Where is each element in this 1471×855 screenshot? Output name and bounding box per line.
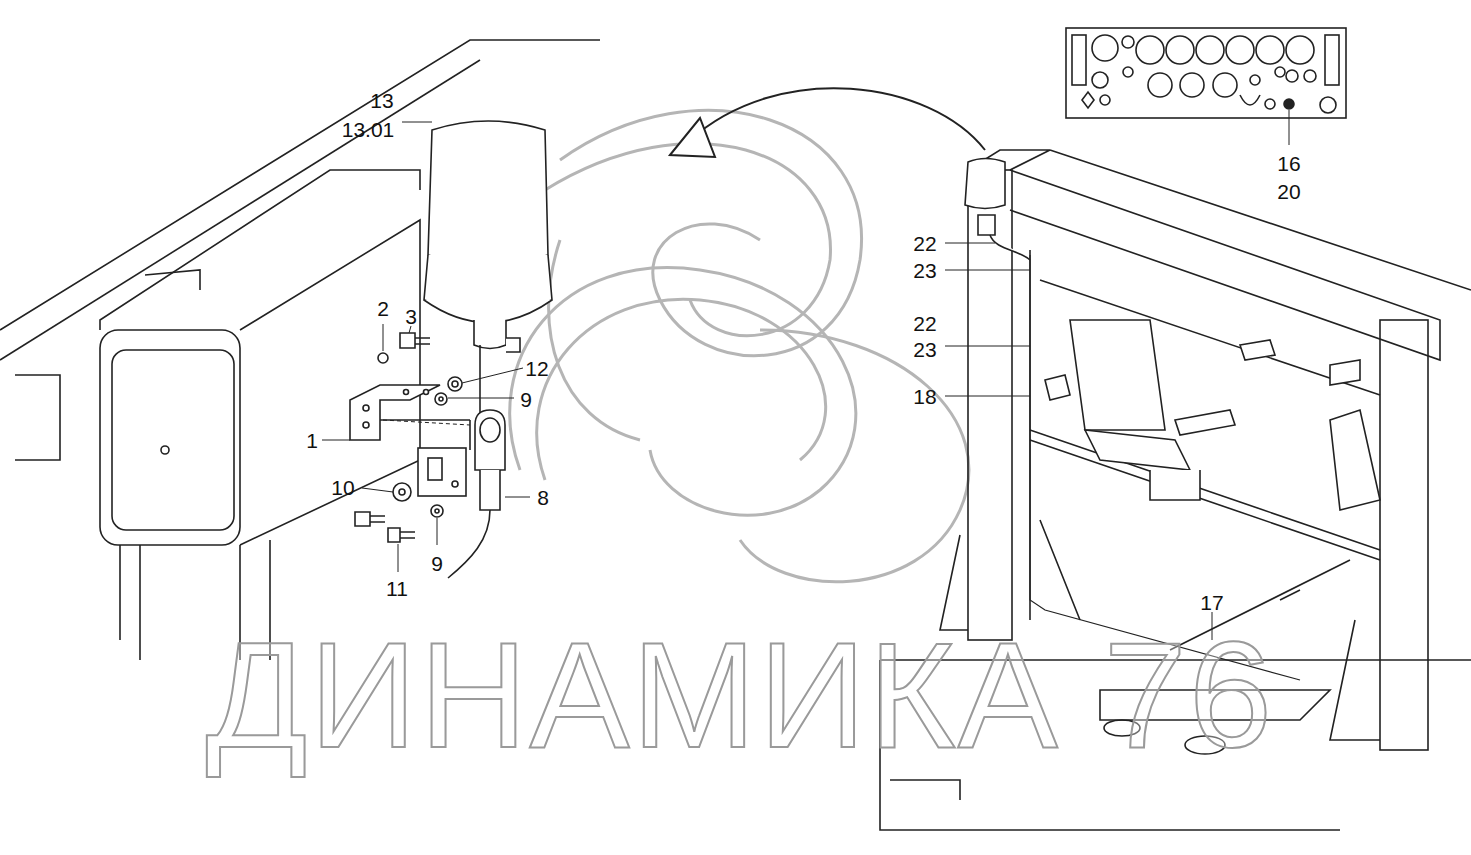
seats [1045, 320, 1380, 510]
callout-number: 12 [525, 358, 548, 379]
callout-number: 9 [431, 553, 443, 574]
callout-number: 23 [913, 339, 936, 360]
cab-roof [0, 40, 600, 660]
beacon-lamp [424, 121, 552, 420]
beacon-small [965, 159, 1030, 261]
callout-number: 22 [913, 233, 936, 254]
callout-number: 17 [1200, 592, 1223, 613]
callout-number: 1 [306, 430, 318, 451]
callout-number: 23 [913, 260, 936, 281]
callout-number: 20 [1277, 181, 1300, 202]
arrow-head [670, 118, 715, 157]
wire-harness [1030, 255, 1300, 680]
callout-number: 2 [377, 298, 389, 319]
callout-number: 18 [913, 386, 936, 407]
callout-number: 9 [520, 389, 532, 410]
watermark-swirl [510, 110, 969, 581]
callout-number: 11 [386, 578, 408, 599]
assembly-lines [383, 420, 470, 425]
callout-number: 3 [405, 306, 417, 327]
mounting-bracket [350, 333, 470, 542]
callout-number: 22 [913, 313, 936, 334]
clamp-sleeve [448, 410, 505, 578]
callout-number: 13 [370, 90, 393, 111]
leader-lines [322, 110, 1289, 640]
control-panel [1066, 28, 1346, 118]
callout-number: 10 [331, 477, 354, 498]
detail-arrow [690, 88, 985, 150]
callout-number: 13.01 [342, 119, 395, 140]
callout-number: 16 [1277, 153, 1300, 174]
watermark: ДИНАМИКА 76 [206, 620, 1274, 770]
callout-number: 8 [537, 487, 549, 508]
